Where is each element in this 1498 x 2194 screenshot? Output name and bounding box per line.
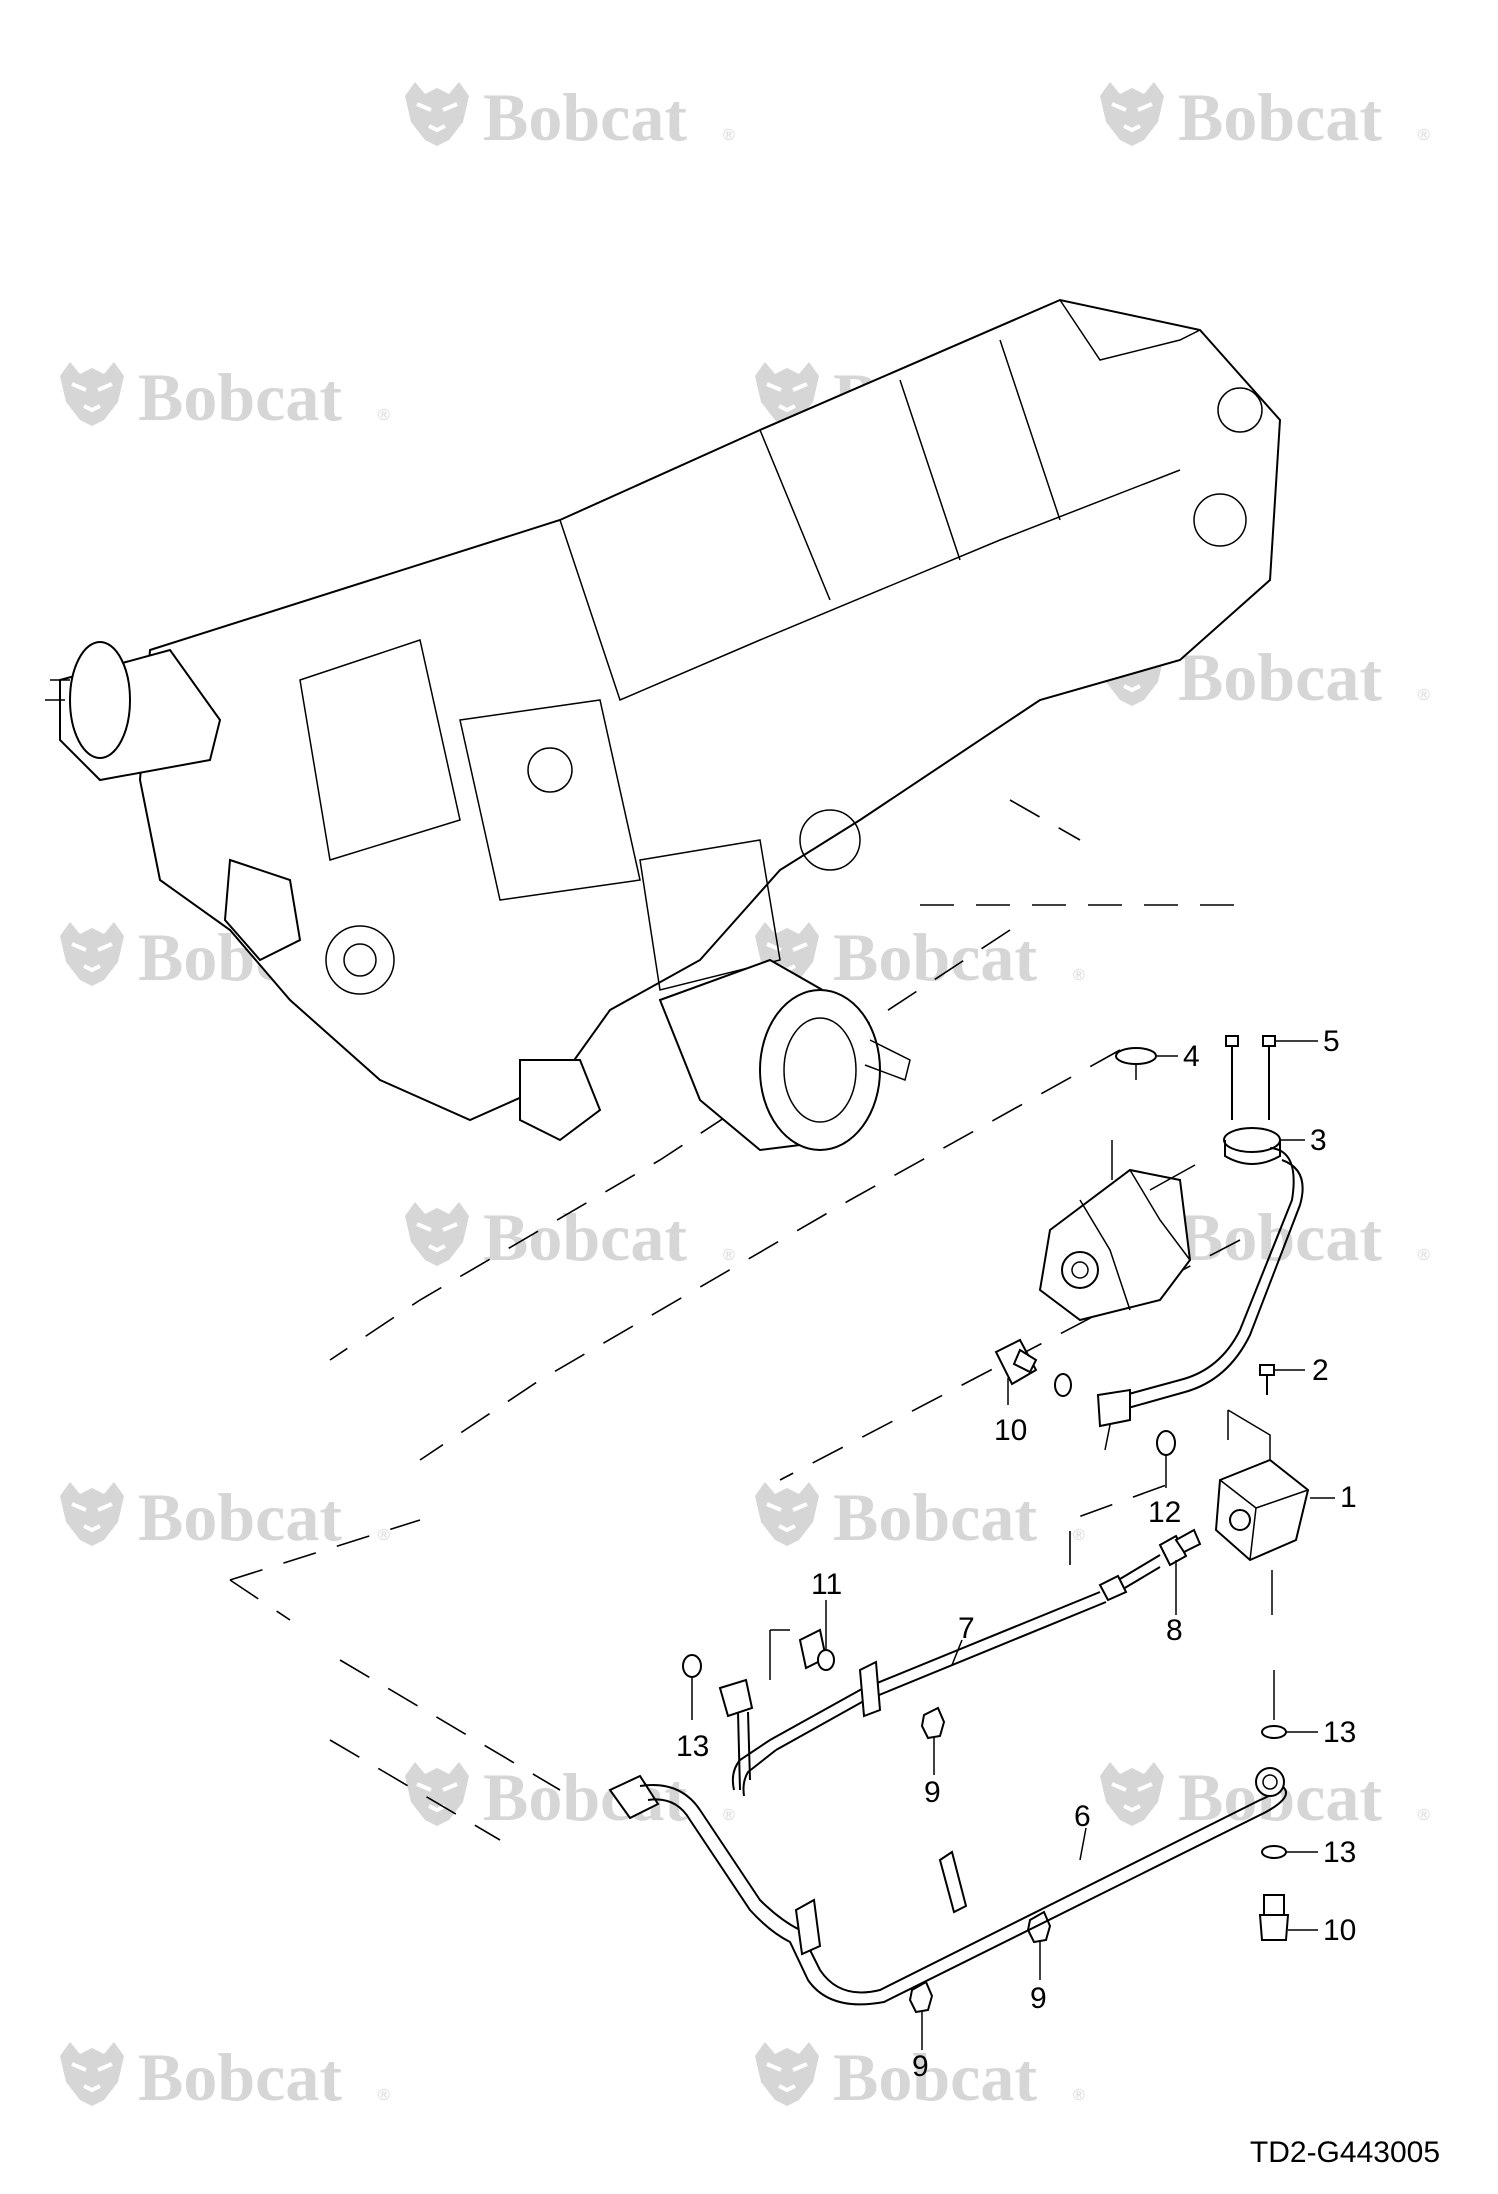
- bobcat-logo-icon: [58, 1480, 126, 1548]
- bobcat-logo-icon: [403, 1200, 471, 1268]
- bobcat-watermark: Bobcat ®: [753, 2039, 1085, 2115]
- pipe-3: [1096, 1127, 1304, 1451]
- bobcat-watermark: Bobcat ®: [1098, 1199, 1430, 1275]
- watermark-registered-mark: ®: [1418, 1807, 1430, 1824]
- bobcat-watermark: Bobcat ®: [753, 919, 1085, 995]
- callout-10-lower: 10: [1323, 1914, 1356, 1947]
- watermark-registered-mark: ®: [1418, 127, 1430, 144]
- leader-lines: [691, 1040, 1335, 2050]
- watermark-brand: Bobcat: [1178, 1199, 1382, 1275]
- callout-labels: 1 2 3 4 5 6 7 8 9 9 9 10 10 11 12 13 13 …: [676, 1025, 1357, 2083]
- watermark-registered-mark: ®: [1073, 967, 1085, 984]
- o-ring-12: [1156, 1430, 1176, 1456]
- bobcat-logo-icon: [1098, 1760, 1166, 1828]
- bobcat-watermark: Bobcat ®: [58, 2039, 390, 2115]
- bobcat-watermark: Bobcat ®: [1098, 639, 1430, 715]
- callout-12: 12: [1148, 1496, 1181, 1529]
- watermark-registered-mark: ®: [378, 1527, 390, 1544]
- bobcat-watermark: Bobcat ®: [753, 1479, 1085, 1555]
- callout-13-upper: 13: [1323, 1716, 1356, 1749]
- pipe-7: [718, 1554, 1161, 1797]
- watermark-brand: Bobcat: [483, 1759, 687, 1835]
- document-id: TD2-G443005: [1250, 2136, 1440, 2169]
- o-ring-13-upper: [1261, 1725, 1287, 1739]
- callout-9-top: 9: [924, 1776, 941, 1809]
- bobcat-logo-icon: [1098, 80, 1166, 148]
- watermark-registered-mark: ®: [378, 407, 390, 424]
- bobcat-watermark: Bobcat ®: [403, 79, 735, 155]
- callout-9-bottom: 9: [912, 2050, 929, 2083]
- fitting-10-lower: [1258, 1894, 1290, 1941]
- bobcat-logo-icon: [753, 1480, 821, 1548]
- bobcat-logo-icon: [58, 920, 126, 988]
- watermark-brand: Bobcat: [483, 1199, 687, 1275]
- bobcat-logo-icon: [58, 360, 126, 428]
- callout-3: 3: [1310, 1124, 1327, 1157]
- callout-4: 4: [1183, 1040, 1200, 1073]
- watermark-layer: Bobcat®Bobcat®Bobcat®Bobcat®Bobcat®Bobca…: [58, 79, 1430, 2115]
- o-ring-13-lower: [1261, 1845, 1287, 1859]
- nut-9: [908, 1706, 1052, 2014]
- o-ring-13-left: [682, 1654, 702, 1678]
- valve-block-1: [1214, 1409, 1310, 1615]
- callout-5: 5: [1323, 1025, 1340, 1058]
- bolt-2: [1259, 1364, 1275, 1395]
- watermark-brand: Bobcat: [833, 2039, 1037, 2115]
- callout-8: 8: [1166, 1614, 1183, 1647]
- bobcat-watermark: Bobcat ®: [58, 1479, 390, 1555]
- watermark-brand: Bobcat: [833, 919, 1037, 995]
- callout-13-lower: 13: [1323, 1836, 1356, 1869]
- watermark-brand: Bobcat: [1178, 639, 1382, 715]
- watermark-brand: Bobcat: [138, 1479, 342, 1555]
- o-ring-4: [1115, 1047, 1157, 1065]
- watermark-brand: Bobcat: [138, 2039, 342, 2115]
- transmission-assembly: [45, 298, 1282, 1152]
- bobcat-watermark: Bobcat ®: [403, 1199, 735, 1275]
- bobcat-logo-icon: [753, 2040, 821, 2108]
- watermark-registered-mark: ®: [723, 1247, 735, 1264]
- callout-10-upper: 10: [994, 1414, 1027, 1447]
- watermark-brand: Bobcat: [833, 1479, 1037, 1555]
- watermark-brand: Bobcat: [138, 359, 342, 435]
- fitting-8: [1158, 1528, 1202, 1567]
- watermark-registered-mark: ®: [723, 127, 735, 144]
- watermark-registered-mark: ®: [378, 2087, 390, 2104]
- bobcat-watermark: Bobcat ®: [403, 1759, 735, 1835]
- watermark-registered-mark: ®: [1418, 687, 1430, 704]
- fitting-11: [798, 1628, 835, 1671]
- callout-1: 1: [1340, 1481, 1357, 1514]
- watermark-registered-mark: ®: [1073, 1527, 1085, 1544]
- watermark-brand: Bobcat: [483, 79, 687, 155]
- callout-6: 6: [1074, 1800, 1091, 1833]
- callout-2: 2: [1312, 1354, 1329, 1387]
- hydraulic-pump: [1038, 1140, 1196, 1322]
- watermark-registered-mark: ®: [723, 1807, 735, 1824]
- bolt-5: [1225, 1035, 1276, 1120]
- bobcat-logo-icon: [403, 1760, 471, 1828]
- watermark-brand: Bobcat: [1178, 1759, 1382, 1835]
- callout-9-mid: 9: [1030, 1982, 1047, 2015]
- watermark-registered-mark: ®: [1073, 2087, 1085, 2104]
- bobcat-watermark: Bobcat ®: [1098, 79, 1430, 155]
- callout-11: 11: [811, 1568, 842, 1601]
- watermark-brand: Bobcat: [1178, 79, 1382, 155]
- pipe-6: [608, 1767, 1287, 2006]
- bobcat-logo-icon: [58, 2040, 126, 2108]
- bobcat-watermark: Bobcat ®: [58, 359, 390, 435]
- callout-13-left: 13: [676, 1730, 709, 1763]
- fitting-10-upper: [994, 1338, 1072, 1397]
- callout-7: 7: [958, 1612, 975, 1645]
- bobcat-logo-icon: [403, 80, 471, 148]
- watermark-registered-mark: ®: [1418, 1247, 1430, 1264]
